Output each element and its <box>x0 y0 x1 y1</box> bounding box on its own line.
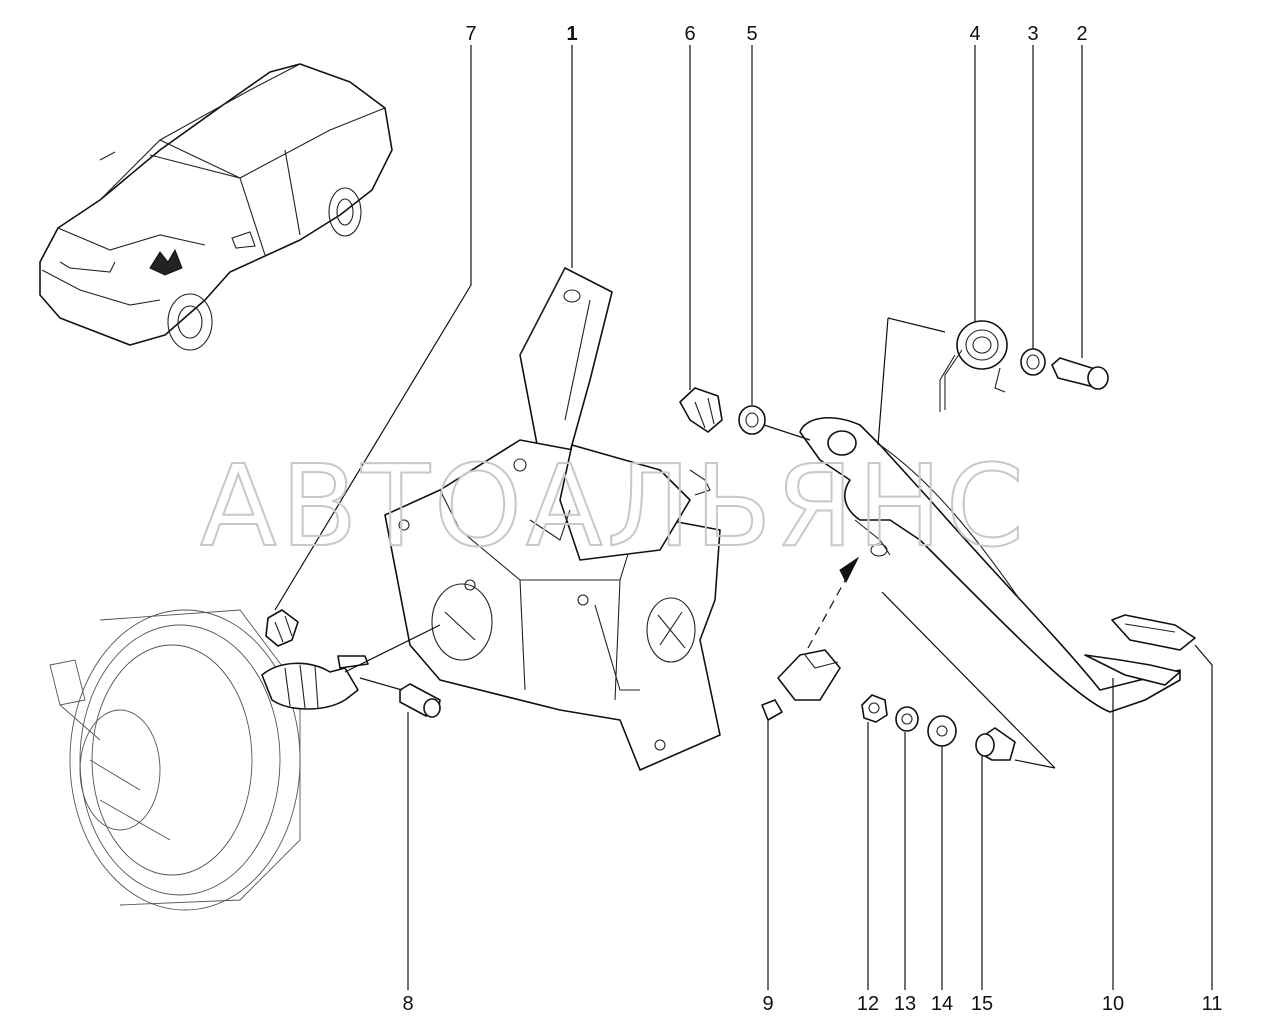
callout-4: 4 <box>969 23 980 45</box>
brake-booster <box>49 609 369 911</box>
pedal-pad-part-11 <box>1111 614 1196 651</box>
assembly-lines <box>274 45 1213 990</box>
callout-8: 8 <box>402 993 413 1015</box>
brake-pedal-part-10 <box>799 417 1181 713</box>
clip-part-6 <box>679 387 723 433</box>
washer-part-3 <box>1020 348 1046 376</box>
pin-part-2 <box>1051 357 1109 390</box>
callout-10: 10 <box>1102 993 1124 1015</box>
nut-part-12 <box>861 694 888 723</box>
watermark-text: АВТОАЛЬЯНС <box>200 442 1028 572</box>
pin-part-8 <box>399 683 441 718</box>
return-spring-part-4 <box>939 320 1008 412</box>
callout-9: 9 <box>762 993 773 1015</box>
car-thumbnail <box>39 63 393 351</box>
callout-11: 11 <box>1202 993 1223 1015</box>
callout-labels: 7 1 6 5 4 3 2 8 9 12 13 14 15 10 11 <box>402 23 1222 1015</box>
bushing-part-5 <box>738 405 766 435</box>
callout-5: 5 <box>746 23 757 45</box>
pedal-bracket <box>384 267 721 771</box>
callout-1: 1 <box>566 23 577 45</box>
callout-6: 6 <box>684 23 695 45</box>
callout-15: 15 <box>971 993 993 1015</box>
callout-12: 12 <box>857 993 879 1015</box>
callout-3: 3 <box>1027 23 1038 45</box>
callout-2: 2 <box>1076 23 1087 45</box>
callout-7: 7 <box>465 23 476 45</box>
callout-14: 14 <box>931 993 953 1015</box>
clip-part-7 <box>265 609 299 647</box>
washer-part-13 <box>895 706 919 732</box>
sleeve-part-15 <box>975 727 1016 761</box>
stop-light-switch-part-9 <box>761 649 841 721</box>
callout-13: 13 <box>894 993 916 1015</box>
washer-part-14 <box>927 715 957 747</box>
